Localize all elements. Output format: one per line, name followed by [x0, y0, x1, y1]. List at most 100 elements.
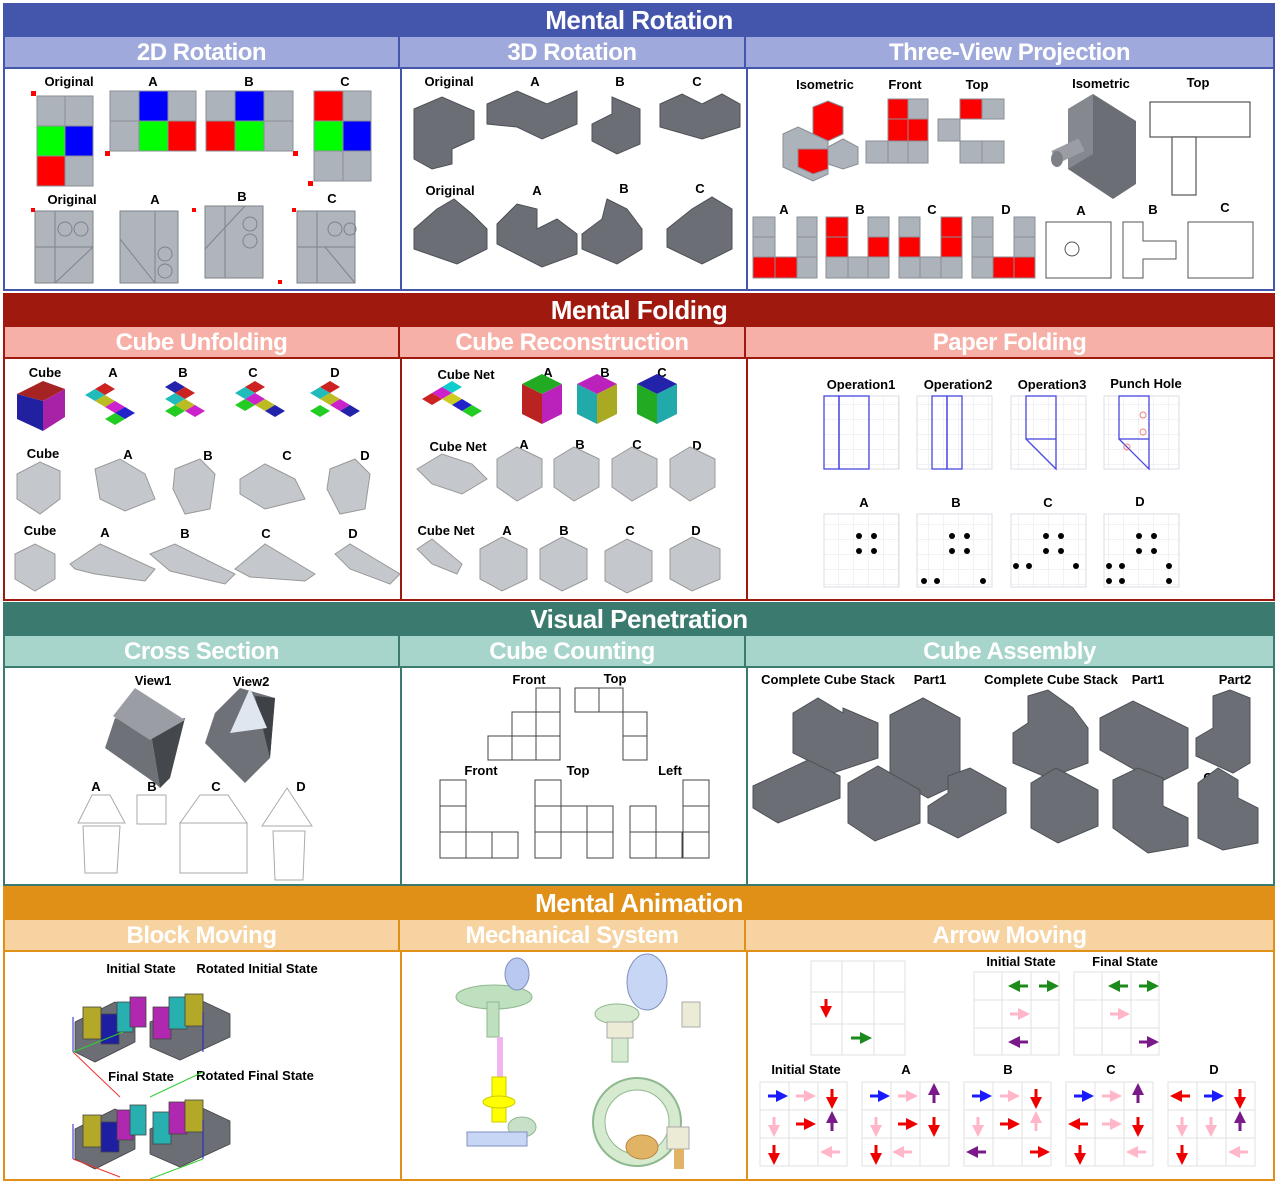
option-d: D [360, 448, 370, 463]
label-original: Original [425, 183, 475, 198]
option-d: D [348, 526, 358, 541]
option-b: B [600, 365, 610, 380]
section-mental-folding: Mental Folding Cube Unfolding Cube Recon… [3, 293, 1275, 601]
label-cube-net: Cube Net [437, 367, 495, 382]
panel-cube-unfolding: Cube A B C D Cube A B C D Cube A B C D [5, 359, 402, 599]
panel-arrow-moving: Initial State Final State Initial State … [748, 952, 1273, 1179]
label-cube-net: Cube Net [429, 439, 487, 454]
block-moving-figures [72, 993, 231, 1179]
subsection-title-cube-reconstruction: Cube Reconstruction [400, 327, 746, 359]
label-original: Original [47, 192, 97, 207]
cube-unfolding-figures [14, 381, 400, 592]
label-a: A [150, 192, 160, 207]
three-view-figures [752, 94, 1254, 279]
label-view2: View2 [232, 674, 270, 689]
option-a: A [519, 437, 529, 452]
option-a: A [502, 523, 512, 538]
option-b: B [178, 365, 188, 380]
option-c: C [211, 779, 221, 794]
arrow-moving-grids [759, 960, 1256, 1167]
label-a: A [530, 74, 540, 89]
label-final-state: Final State [1092, 954, 1158, 969]
label-initial-state: Initial State [986, 954, 1056, 969]
label-c: C [340, 74, 350, 89]
label-operation1: Operation1 [826, 377, 896, 392]
panel-2d-rotation: Original A B C [5, 69, 402, 289]
label-b: B [244, 74, 254, 89]
section-mental-animation: Mental Animation Block Moving Mechanical… [3, 886, 1275, 1181]
label-isometric: Isometric [1072, 76, 1130, 91]
label-view1: View1 [134, 673, 172, 688]
label-cube: Cube [28, 365, 62, 380]
label-isometric: Isometric [796, 77, 854, 92]
option-b: B [180, 526, 190, 541]
label-a: A [148, 74, 158, 89]
option-a: A [859, 495, 869, 510]
option-c: C [632, 437, 642, 452]
option-a: A [543, 365, 553, 380]
label-c: C [692, 74, 702, 89]
subsection-title-block-moving: Block Moving [3, 920, 400, 952]
label-front: Front [888, 77, 922, 92]
subsection-title-2d-rotation: 2D Rotation [3, 37, 400, 69]
option-d: D [1209, 1062, 1219, 1077]
option-c: C [261, 526, 271, 541]
option-d: D [691, 523, 701, 538]
cube-assembly-figures [752, 689, 1259, 854]
panel-cube-reconstruction: Cube Net A B C Cube Net A B C D Cube Net… [402, 359, 748, 599]
option-a: A [91, 779, 101, 794]
label-front: Front [464, 763, 498, 778]
label-part1: Part1 [1131, 672, 1165, 687]
section-title: Mental Folding [3, 293, 1275, 327]
3d-rotation-shapes [413, 90, 741, 268]
option-d: D [1001, 202, 1011, 217]
label-a: A [532, 183, 542, 198]
label-top: Top [566, 763, 590, 778]
option-b: B [559, 523, 569, 538]
option-c: C [1043, 495, 1053, 510]
option-b: B [147, 779, 157, 794]
subsection-title-cube-counting: Cube Counting [400, 636, 746, 668]
label-initial-state: Initial State [771, 1062, 841, 1077]
label-original: Original [424, 74, 474, 89]
label-complete-cube-stack: Complete Cube Stack [984, 672, 1118, 687]
option-c: C [625, 523, 635, 538]
subsection-title-arrow-moving: Arrow Moving [746, 920, 1275, 952]
section-title: Mental Rotation [3, 3, 1275, 37]
label-b: B [237, 189, 247, 204]
option-b: B [951, 495, 961, 510]
panel-cross-section: View1 View2 A B C D [5, 668, 402, 884]
label-cube-net: Cube Net [417, 523, 475, 538]
label-original: Original [44, 74, 94, 89]
label-complete-cube-stack: Complete Cube Stack [761, 672, 895, 687]
label-top: Top [603, 671, 627, 686]
label-c: C [327, 191, 337, 206]
option-c: C [657, 365, 667, 380]
label-operation2: Operation2 [923, 377, 993, 392]
label-punch-hole: Punch Hole [1110, 376, 1182, 391]
label-part1: Part1 [913, 672, 947, 687]
panel-mechanical-system [402, 952, 748, 1179]
option-b: B [203, 448, 213, 463]
option-c: C [1220, 200, 1230, 215]
option-a: A [123, 447, 133, 462]
label-b: B [619, 181, 629, 196]
section-title: Mental Animation [3, 886, 1275, 920]
panel-three-view-projection: Isometric Front Top Isometric Top [748, 69, 1273, 289]
label-rotated-final-state: Rotated Final State [196, 1068, 314, 1083]
section-visual-penetration: Visual Penetration Cross Section Cube Co… [3, 602, 1275, 886]
cube-counting-views [439, 687, 710, 859]
cross-section-figures [77, 688, 313, 881]
subsection-title-paper-folding: Paper Folding [746, 327, 1275, 359]
section-mental-rotation: Mental Rotation 2D Rotation 3D Rotation … [3, 3, 1275, 291]
option-b: B [1148, 202, 1158, 217]
label-top: Top [965, 77, 989, 92]
subsection-title-mechanical-system: Mechanical System [400, 920, 746, 952]
subsection-title-cube-assembly: Cube Assembly [746, 636, 1275, 668]
2d-rotation-grids [31, 90, 372, 284]
option-b: B [855, 202, 865, 217]
option-c: C [1106, 1062, 1116, 1077]
label-cube: Cube [26, 446, 60, 461]
label-left: Left [658, 763, 682, 778]
option-d: D [330, 365, 340, 380]
